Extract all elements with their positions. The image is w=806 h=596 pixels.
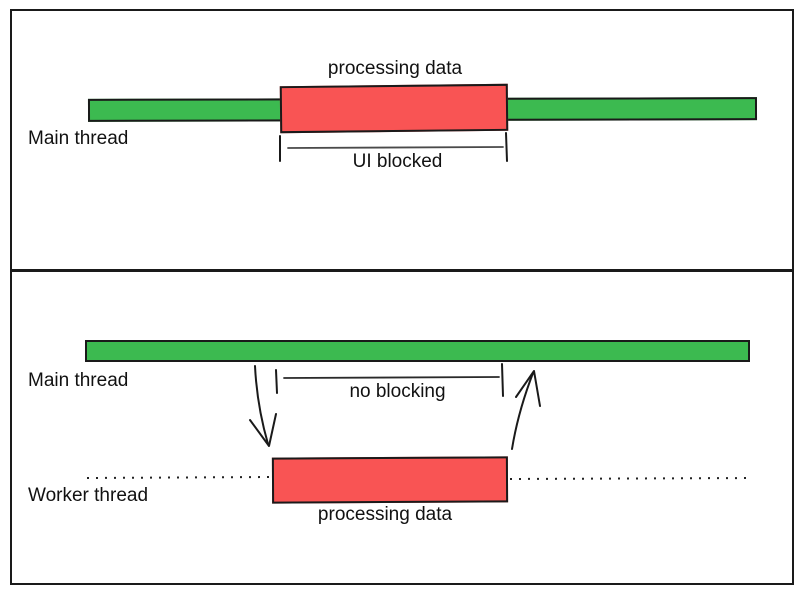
no-blocking-bracket-right-tick bbox=[501, 363, 504, 397]
processing-data-label-worker: processing data bbox=[317, 504, 453, 525]
no-blocking-label: no blocking bbox=[349, 381, 446, 402]
return-arrow-up-head bbox=[515, 370, 541, 407]
worker-timeline-dotted-right bbox=[509, 477, 754, 480]
main-thread-bar-bottom bbox=[85, 340, 750, 362]
worker-thread-label: Worker thread bbox=[28, 485, 149, 506]
handoff-arrow-down-head bbox=[249, 413, 277, 447]
ui-blocked-bracket-line bbox=[287, 146, 504, 149]
handoff-arrow-down-shaft bbox=[254, 365, 269, 445]
main-thread-label-top: Main thread bbox=[28, 128, 129, 149]
no-blocking-bracket-left-tick bbox=[275, 369, 278, 394]
main-thread-label-bottom: Main thread bbox=[28, 370, 129, 391]
diagram-outer-frame bbox=[10, 9, 794, 585]
ui-blocked-bracket-right-tick bbox=[505, 132, 508, 162]
panel-divider-line bbox=[10, 269, 794, 272]
return-arrow-up-shaft bbox=[511, 372, 534, 450]
ui-blocked-label: UI blocked bbox=[352, 151, 443, 172]
worker-timeline-dotted-left bbox=[86, 476, 271, 479]
no-blocking-bracket-line bbox=[283, 376, 500, 379]
processing-data-label-top: processing data bbox=[327, 58, 463, 79]
